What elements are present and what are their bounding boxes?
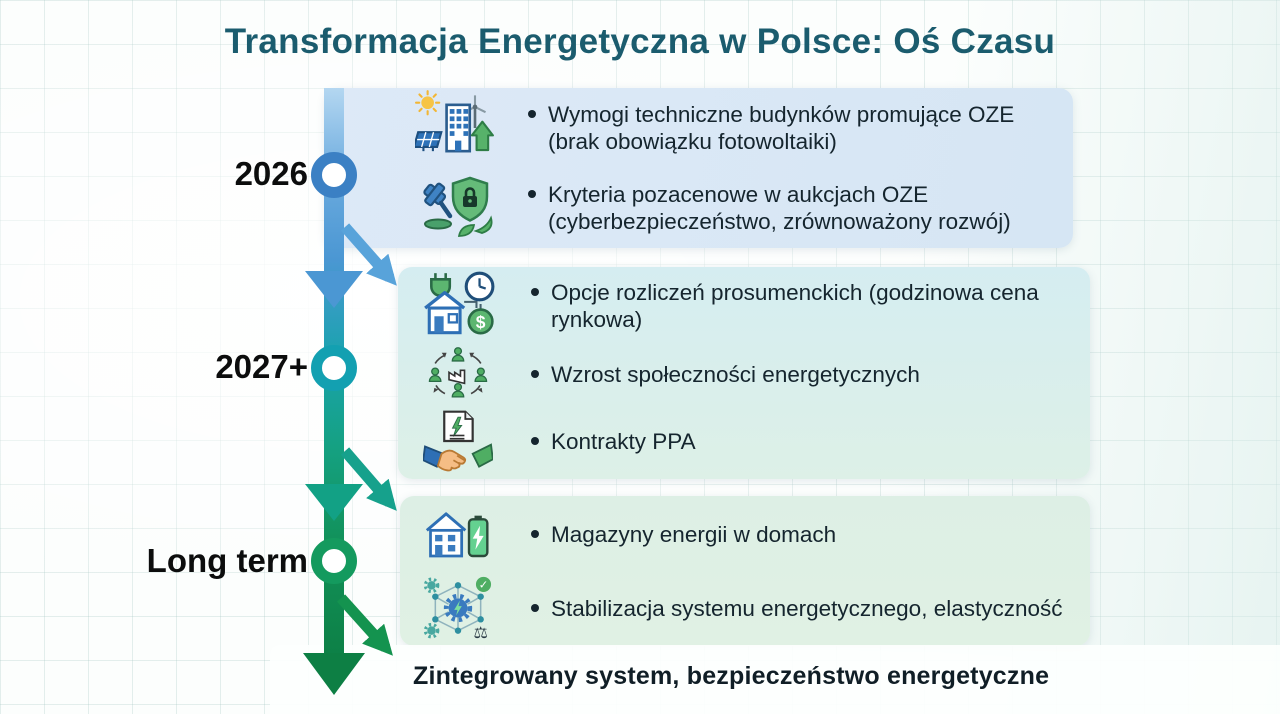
ppa-contract-icon bbox=[414, 408, 502, 474]
timeline-arrowhead-green bbox=[303, 653, 365, 695]
grid-stability-icon: ✓ ⚖ bbox=[414, 574, 502, 642]
milestone-node-2026 bbox=[311, 152, 357, 198]
milestone-label-2027: 2027+ bbox=[215, 348, 308, 385]
panel-row: Wymogi techniczne budynków promujące OZE… bbox=[325, 88, 1073, 168]
bullet-text: Magazyny energii w domach bbox=[528, 521, 1090, 548]
panel-2026: Wymogi techniczne budynków promujące OZE… bbox=[325, 88, 1073, 248]
panel-row: ✓ ⚖ Stabilizacja systemu energetycznego,… bbox=[400, 571, 1090, 645]
panel-row: $ Opcje rozliczeń prosumenckich (godzino… bbox=[398, 269, 1090, 343]
gavel-shield-icon bbox=[411, 172, 499, 244]
prosumer-billing-icon: $ bbox=[414, 269, 502, 343]
panel-row: Wzrost społeczności energetycznych bbox=[398, 343, 1090, 405]
bullet-text: Stabilizacja systemu energetycznego, ela… bbox=[528, 595, 1090, 622]
bullet-text: Wymogi techniczne budynków promujące OZE… bbox=[525, 101, 1045, 155]
footer-band bbox=[270, 645, 1280, 714]
milestone-label-longterm: Long term bbox=[146, 542, 308, 579]
branch-arrow-footer bbox=[336, 594, 393, 656]
svg-text:$: $ bbox=[476, 312, 486, 332]
svg-text:✓: ✓ bbox=[479, 580, 489, 592]
bullet-text: Wzrost społeczności energetycznych bbox=[528, 361, 1068, 388]
svg-text:⚖: ⚖ bbox=[473, 624, 487, 642]
panel-row: Kryteria pozacenowe w aukcjach OZE (cybe… bbox=[325, 168, 1073, 248]
milestone-label-2026: 2026 bbox=[234, 155, 308, 192]
energy-community-icon bbox=[414, 344, 502, 404]
page-title: Transformacja Energetyczna w Polsce: Oś … bbox=[224, 22, 1056, 61]
timeline-arrowhead-teal bbox=[305, 484, 363, 521]
buildings-renewables-icon bbox=[411, 90, 499, 166]
panel-longterm: Magazyny energii w domach bbox=[400, 496, 1090, 646]
panel-row: Magazyny energii w domach bbox=[400, 497, 1090, 571]
timeline-arrowhead-blue bbox=[305, 271, 363, 308]
footer-text: Zintegrowany system, bezpieczeństwo ener… bbox=[413, 662, 1050, 690]
bullet-text: Kontrakty PPA bbox=[528, 428, 1068, 455]
panel-2027: $ Opcje rozliczeń prosumenckich (godzino… bbox=[398, 267, 1090, 479]
home-battery-icon bbox=[414, 501, 502, 567]
bullet-text: Opcje rozliczeń prosumenckich (godzinowa… bbox=[528, 279, 1068, 333]
bullet-text: Kryteria pozacenowe w aukcjach OZE (cybe… bbox=[525, 181, 1045, 235]
milestone-node-2027 bbox=[311, 345, 357, 391]
panel-row: Kontrakty PPA bbox=[398, 405, 1090, 477]
milestone-node-longterm bbox=[311, 538, 357, 584]
